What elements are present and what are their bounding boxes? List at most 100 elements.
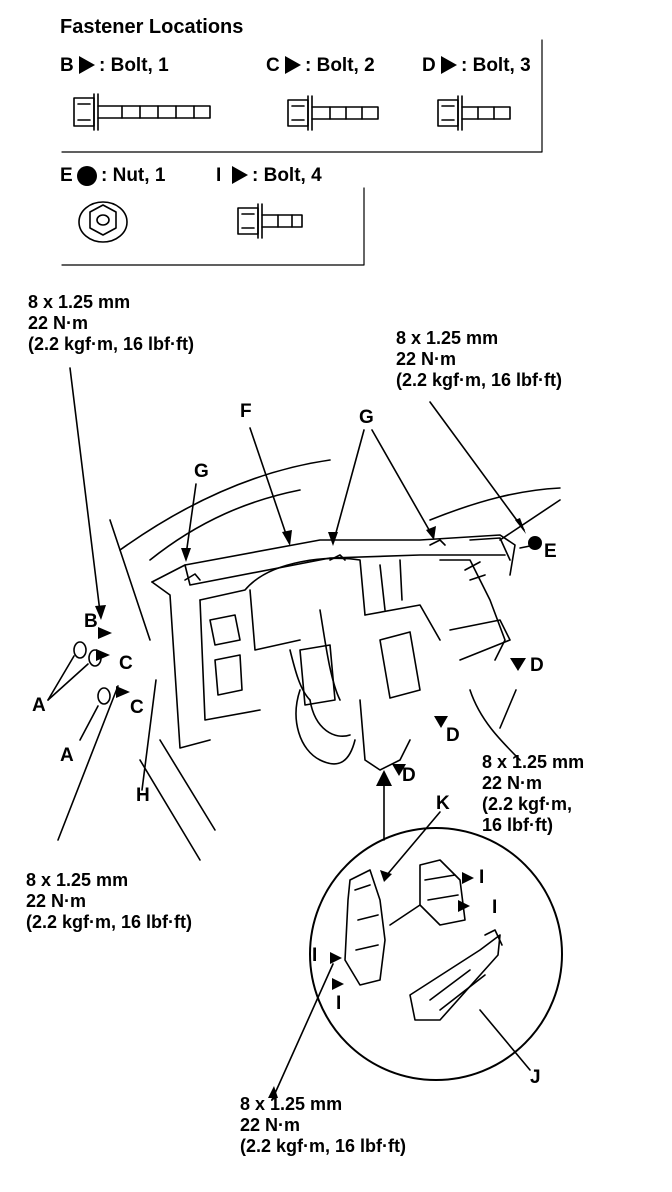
nut-1-marker-icon xyxy=(77,166,97,186)
arrowhead-G1 xyxy=(328,532,338,546)
page-title: Fastener Locations xyxy=(60,16,244,38)
bolt-d1-marker-icon xyxy=(510,658,526,671)
leader-spec-1 xyxy=(69,367,101,613)
arrowhead-spec-5 xyxy=(268,1086,278,1098)
dashboard-body xyxy=(151,534,516,771)
fastener-b-text: : Bolt, 1 xyxy=(99,55,169,76)
detail-circle xyxy=(309,827,563,1081)
arrowhead-G2 xyxy=(426,526,436,540)
leader-G-left xyxy=(185,483,197,556)
bolt-1-icon xyxy=(73,93,211,131)
bolt-d3-marker-icon xyxy=(392,764,406,776)
fastener-b-letter: B xyxy=(60,55,74,76)
nut-e-marker-icon xyxy=(528,536,542,550)
fastener-d-text: : Bolt, 3 xyxy=(461,55,531,76)
spec-torque: 22 N·m xyxy=(396,349,457,369)
spec-size: 8 x 1.25 mm xyxy=(28,292,131,312)
callout-b: B xyxy=(84,611,98,632)
bracket-detail xyxy=(344,859,503,1021)
torque-spec-1: 8 x 1.25 mm 22 N·m (2.2 kgf·m, 16 lbf·ft… xyxy=(28,292,194,355)
bolt-i1-marker-icon xyxy=(462,872,474,884)
legend-frame-top xyxy=(61,39,543,153)
leader-G-1 xyxy=(333,429,365,541)
bolt-1-marker-icon xyxy=(79,56,95,74)
arrowhead-K xyxy=(380,870,392,882)
leader-A1b xyxy=(47,663,89,701)
bolt-4-marker-icon xyxy=(232,166,248,184)
spec-torque-alt: (2.2 kgf·m, 16 lbf·ft) xyxy=(26,912,193,932)
spec-size: 8 x 1.25 mm xyxy=(482,752,585,772)
legend-frame-bottom xyxy=(61,187,365,266)
bolt-c2-marker-icon xyxy=(116,686,130,698)
fastener-e-letter: E xyxy=(60,165,73,186)
callout-i-2: I xyxy=(492,897,498,918)
nut-1-icon xyxy=(78,201,128,243)
bolt-i2-marker-icon xyxy=(458,900,470,912)
arrowhead-F xyxy=(282,530,292,546)
leader-spec-5 xyxy=(271,963,334,1101)
leader-G-2 xyxy=(371,429,433,536)
callout-d-bottom: D xyxy=(402,765,416,786)
leader-spec-2 xyxy=(429,401,525,531)
callout-f: F xyxy=(240,401,252,422)
callout-d-mid: D xyxy=(446,725,460,746)
bolt-d2-marker-icon xyxy=(434,716,448,728)
callout-h: H xyxy=(136,785,150,806)
callout-a-lower: A xyxy=(60,745,74,766)
leader-K xyxy=(385,811,441,877)
torque-spec-4: 8 x 1.25 mm 22 N·m (2.2 kgf·m, 16 lbf·ft… xyxy=(26,870,192,933)
spec-torque-alt: (2.2 kgf·m, 16 lbf·ft) xyxy=(240,1136,407,1156)
callout-c-upper: C xyxy=(119,653,133,674)
spec-size: 8 x 1.25 mm xyxy=(26,870,129,890)
callout-i-4: I xyxy=(336,993,342,1014)
bolt-b-marker-icon xyxy=(98,627,112,639)
bolt-3-marker-icon xyxy=(441,56,457,74)
washer-a1-icon xyxy=(73,641,87,659)
leader-J xyxy=(479,1009,531,1071)
spec-torque-alt-2: 16 lbf·ft) xyxy=(482,815,553,835)
fastener-c-letter: C xyxy=(266,55,280,76)
arrowhead-spec-1 xyxy=(95,605,106,620)
spec-torque-alt: (2.2 kgf·m, 16 lbf·ft) xyxy=(28,334,195,354)
leader-spec-4 xyxy=(57,685,119,841)
spec-torque: 22 N·m xyxy=(28,313,89,333)
bolt-4-icon xyxy=(237,203,303,239)
spec-torque-alt: (2.2 kgf·m, xyxy=(482,794,573,814)
callout-j: J xyxy=(530,1067,541,1088)
callout-c-lower: C xyxy=(130,697,144,718)
leader-H xyxy=(141,679,157,791)
spec-torque-alt: (2.2 kgf·m, 16 lbf·ft) xyxy=(396,370,563,390)
callout-g-left: G xyxy=(194,461,209,482)
leader-A1a xyxy=(47,655,75,701)
fastener-i-text: : Bolt, 4 xyxy=(252,165,322,186)
bolt-i3-marker-icon xyxy=(330,952,342,964)
arrowhead-G-left xyxy=(181,548,191,562)
callout-i-1: I xyxy=(479,867,485,888)
spec-torque: 22 N·m xyxy=(240,1115,301,1135)
fastener-e-text: : Nut, 1 xyxy=(101,165,166,186)
bolt-3-icon xyxy=(437,95,511,131)
leader-F xyxy=(249,427,289,541)
bolt-2-icon xyxy=(287,95,379,131)
fastener-i-letter: I xyxy=(216,165,222,186)
up-arrow-icon xyxy=(376,770,392,786)
washer-a3-icon xyxy=(97,687,111,705)
fastener-c-text: : Bolt, 2 xyxy=(305,55,375,76)
callout-e: E xyxy=(544,541,557,562)
spec-torque: 22 N·m xyxy=(482,773,543,793)
arrowhead-spec-2 xyxy=(515,518,526,534)
spec-size: 8 x 1.25 mm xyxy=(240,1094,343,1114)
callout-g-top: G xyxy=(359,407,374,428)
fastener-d-letter: D xyxy=(422,55,436,76)
leader-spec-3 xyxy=(499,689,517,729)
bolt-2-marker-icon xyxy=(285,56,301,74)
callout-a-upper: A xyxy=(32,695,46,716)
bolt-i4-marker-icon xyxy=(332,978,344,990)
callout-d-right: D xyxy=(530,655,544,676)
callout-k: K xyxy=(436,793,450,814)
washer-a2-icon xyxy=(88,649,102,667)
torque-spec-5: 8 x 1.25 mm 22 N·m (2.2 kgf·m, 16 lbf·ft… xyxy=(240,1094,406,1157)
torque-spec-2: 8 x 1.25 mm 22 N·m (2.2 kgf·m, 16 lbf·ft… xyxy=(396,328,562,391)
callout-i-3: I xyxy=(312,945,318,966)
